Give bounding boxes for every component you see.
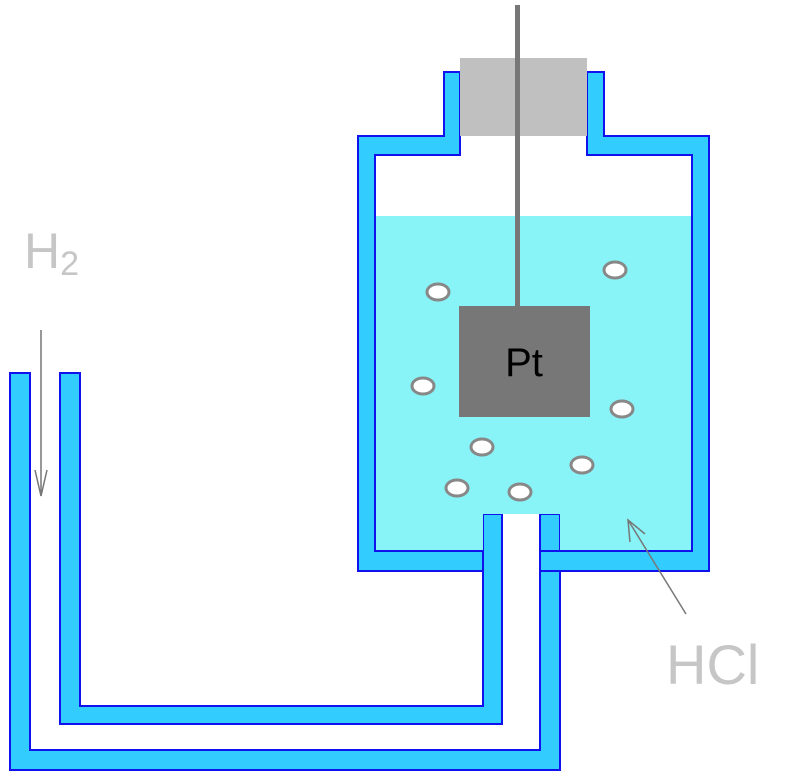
bubble bbox=[444, 478, 470, 498]
electrode-cell: Pt bbox=[357, 5, 710, 572]
gas-label-text: H2 bbox=[24, 223, 79, 283]
arrow-down-icon bbox=[34, 330, 48, 497]
cell-left-wall bbox=[357, 71, 484, 572]
electrode-label: Pt bbox=[505, 341, 543, 385]
arrow-pointer-head bbox=[627, 518, 646, 543]
bubble bbox=[410, 376, 436, 396]
cell-right-wall bbox=[539, 71, 710, 572]
arrow-pointer-icon bbox=[627, 518, 687, 615]
platinum-electrode bbox=[459, 306, 590, 417]
solution-label-text: HCl bbox=[666, 633, 759, 696]
bubble bbox=[469, 437, 495, 457]
gas-symbol: H bbox=[24, 223, 60, 279]
bubble bbox=[507, 482, 533, 502]
gas-subscript: 2 bbox=[60, 245, 79, 283]
bubble bbox=[569, 455, 595, 475]
bubble bbox=[602, 260, 628, 280]
platinum-wire bbox=[515, 5, 520, 307]
arrow-down-head bbox=[34, 469, 48, 497]
hydrogen-bubbles bbox=[410, 260, 635, 502]
gas-label: H2 bbox=[24, 223, 79, 283]
bubble bbox=[425, 282, 451, 302]
solution-label: HCl bbox=[666, 633, 759, 696]
arrow-pointer-shaft bbox=[627, 519, 687, 615]
bubble bbox=[609, 399, 635, 419]
stopper bbox=[460, 58, 587, 136]
